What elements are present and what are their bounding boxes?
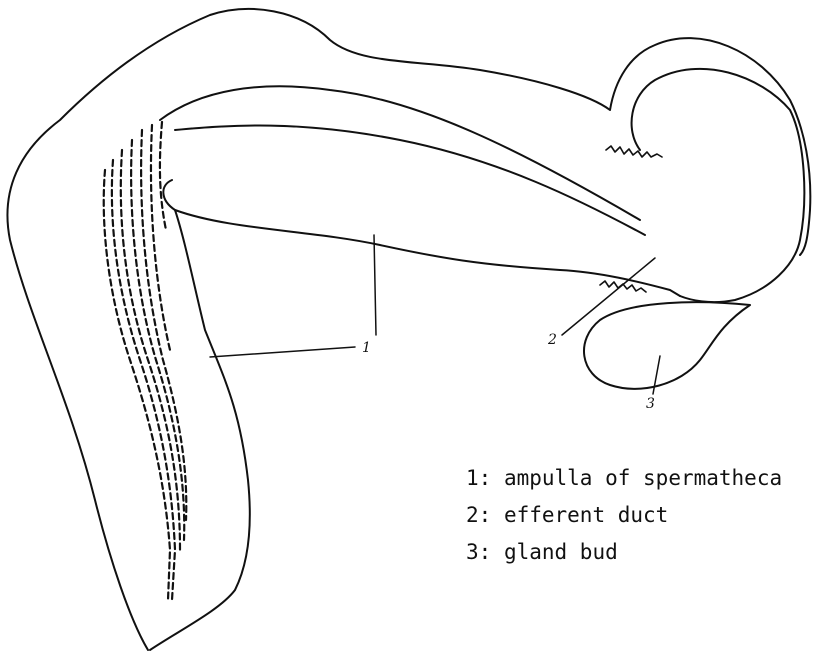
lobe-outline bbox=[632, 69, 805, 302]
stippled-wall-band bbox=[104, 122, 187, 600]
callout-label-2: 2 bbox=[548, 332, 557, 348]
legend-num: 3 bbox=[466, 540, 479, 564]
legend-item-2: 2: efferent duct bbox=[466, 497, 782, 534]
inner-lumen-lower bbox=[175, 126, 645, 235]
leader-line-1a bbox=[210, 347, 355, 357]
legend-item-1: 1: ampulla of spermatheca bbox=[466, 460, 782, 497]
wavy-junction bbox=[606, 146, 662, 157]
legend-num: 1 bbox=[466, 466, 479, 490]
legend-num: 2 bbox=[466, 503, 479, 527]
gland-bud-outline bbox=[584, 302, 750, 389]
legend-text: gland bud bbox=[504, 540, 618, 564]
callout-label-3: 3 bbox=[646, 396, 655, 412]
leader-line-2 bbox=[562, 258, 655, 335]
legend-text: efferent duct bbox=[504, 503, 668, 527]
callout-label-1: 1 bbox=[362, 340, 371, 356]
legend: 1: ampulla of spermatheca 2: efferent du… bbox=[466, 460, 782, 571]
legend-item-3: 3: gland bud bbox=[466, 534, 782, 571]
duct-lower-wall bbox=[175, 210, 680, 296]
leader-line-3 bbox=[653, 356, 660, 394]
leader-line-1b bbox=[374, 235, 376, 335]
inner-lumen-upper bbox=[160, 86, 640, 220]
legend-text: ampulla of spermatheca bbox=[504, 466, 782, 490]
